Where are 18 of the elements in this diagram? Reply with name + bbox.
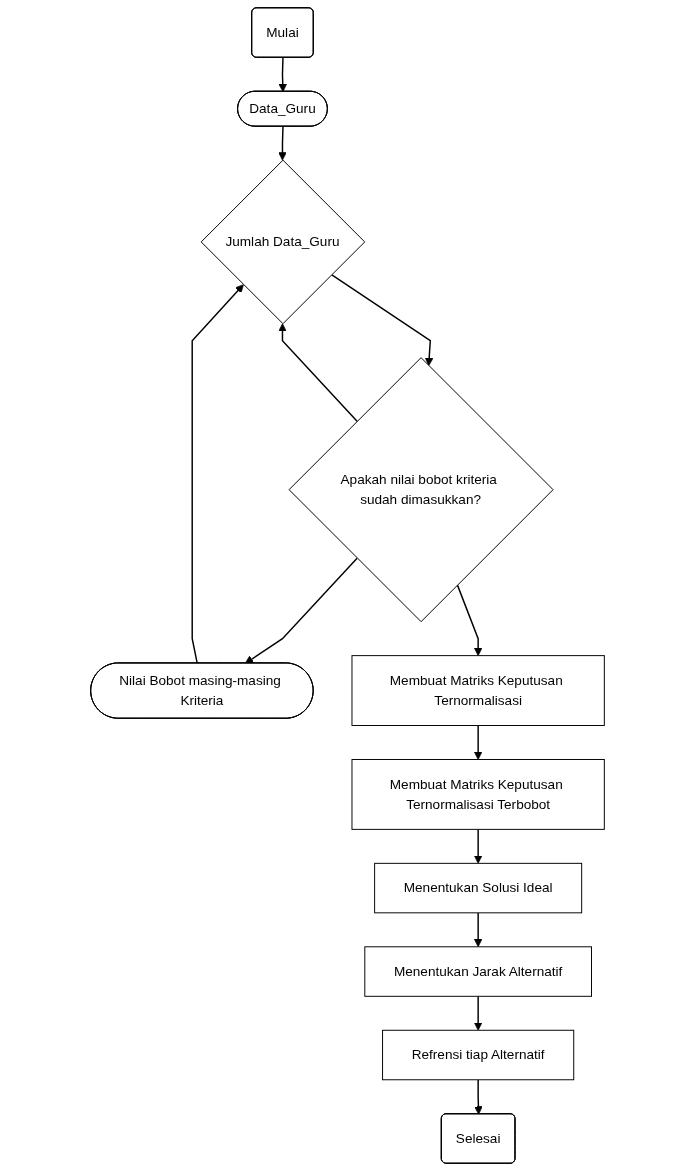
arrow [278, 57, 287, 93]
node-box: Membuat Matriks Keputusan Ternormalisasi [351, 655, 605, 726]
arrow [456, 584, 483, 656]
arrow [330, 273, 434, 367]
arrow [278, 125, 287, 161]
arrow [474, 1079, 483, 1115]
node-box: Menentukan Jarak Alternatif [364, 946, 592, 997]
node-diamond: Apakah nilai bobot kriteria sudah dimasukkan? [288, 357, 554, 623]
arrow [244, 557, 358, 664]
arrow [473, 912, 483, 948]
node-box: Refrensi tiap Alternatif [382, 1029, 575, 1081]
arrow [473, 724, 483, 760]
arrow [473, 995, 483, 1031]
arrow [278, 323, 358, 422]
arrow [473, 828, 483, 864]
node-box: Menentukan Solusi Ideal [374, 862, 583, 914]
node-diamond: Jumlah Data_Guru [200, 159, 366, 325]
node-box: Membuat Matriks Keputusan Ternormalisasi Terbobot [351, 759, 605, 830]
